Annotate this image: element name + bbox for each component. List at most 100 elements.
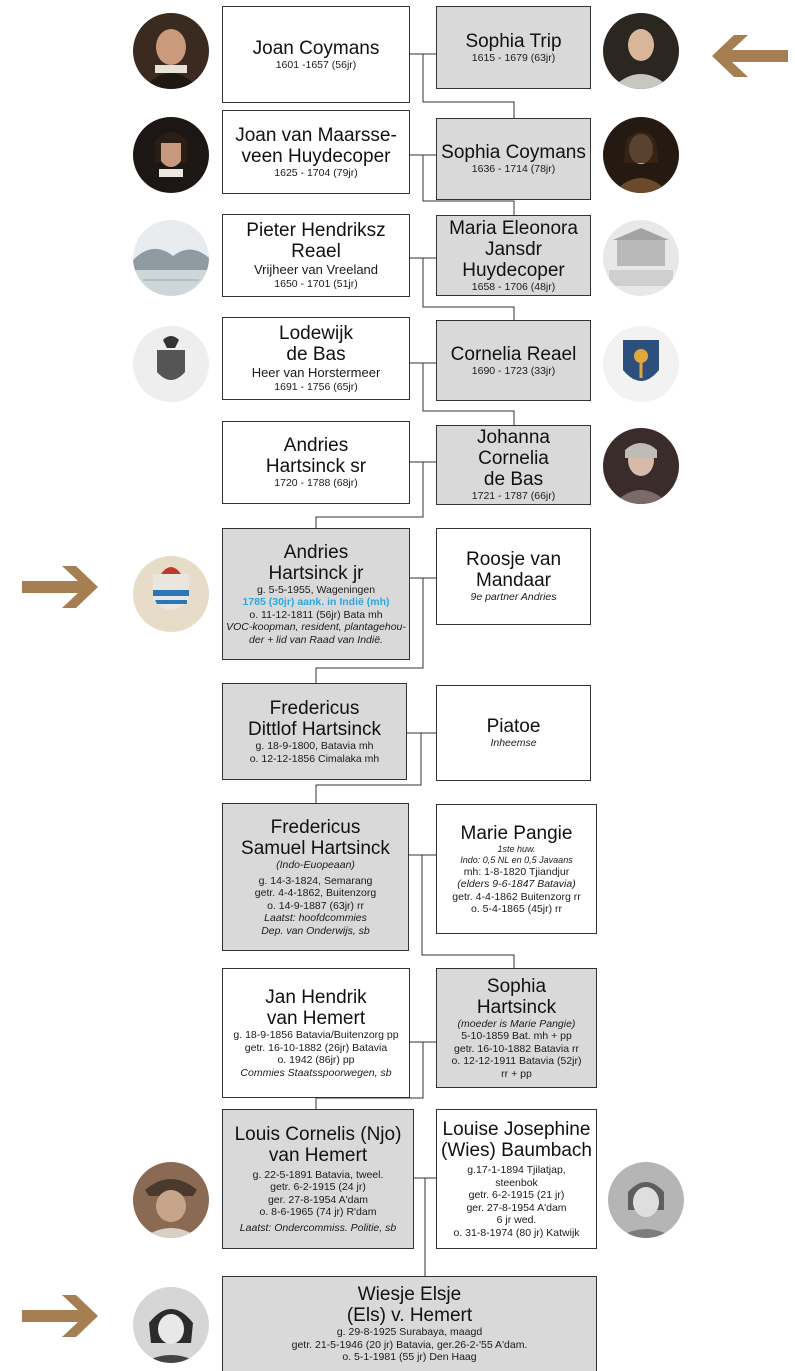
person-name-line2: (Els) v. Hemert — [346, 1305, 473, 1327]
person-name-line2: Samuel Hartsinck — [241, 838, 390, 859]
person-name-line1: Roosje van — [465, 549, 562, 571]
person-name: Sophia Coymans — [441, 142, 586, 164]
person-divorce: ger. 27-8-1954 A'dam — [466, 1201, 567, 1214]
person-name-line1: Fredericus — [269, 698, 360, 719]
person-johanna-de-bas: Johanna Cornelia de Bas 1721 - 1787 (66j… — [436, 425, 591, 505]
estate-engraving-image — [603, 220, 679, 296]
person-dates: 1615 - 1679 (63jr) — [471, 51, 556, 64]
person-birth: g. 18-9-1800, Batavia mh — [255, 740, 374, 752]
person-lodewijk-de-bas: Lodewijk de Bas Heer van Horstermeer 169… — [222, 317, 410, 400]
person-marriage: getr. 4-4-1862, Buitenzorg — [254, 887, 377, 899]
person-name: Piatoe — [486, 716, 541, 738]
person-name-line2: Dittlof Hartsinck — [247, 719, 382, 740]
portrait-sophia-trip — [603, 13, 679, 89]
person-arrival-highlight: 1785 (30jr) aank. in Indië (mh) — [242, 596, 390, 609]
coat-of-arms-de-bas-icon — [133, 326, 209, 402]
person-name-line2: van Hemert — [266, 1008, 366, 1029]
person-fredericus-samuel: Fredericus Samuel Hartsinck (Indo-Euopea… — [222, 803, 409, 951]
person-death: o. 5-1-1981 (55 jr) Den Haag — [342, 1351, 477, 1364]
person-name-line1: Johanna Cornelia — [477, 427, 550, 470]
person-title: Vrijheer van Vreeland — [253, 262, 379, 278]
arrow-right-icon — [22, 1295, 98, 1337]
person-occupation-line2: der + lid van Raad van Indië. — [249, 633, 383, 646]
person-joan-coymans: Joan Coymans 1601 -1657 (56jr) — [222, 6, 410, 103]
person-birth: 5-10-1859 Bat. mh + pp — [461, 1030, 572, 1043]
person-louise-baumbach: Louise Josephine (Wies) Baumbach g.17-1-… — [436, 1109, 597, 1249]
person-dates: 1650 - 1701 (51jr) — [274, 278, 358, 291]
person-name-line1: Wiesje Elsje — [357, 1284, 462, 1306]
person-name-line2: Reael — [291, 241, 341, 263]
person-joan-huydecoper: Joan van Maarsse- veen Huydecoper 1625 -… — [222, 110, 410, 194]
person-marie-pangie: Marie Pangie 1ste huw. Indo: 0,5 NL en 0… — [436, 804, 597, 934]
portrait-johanna-de-bas — [603, 428, 679, 504]
person-note: 9e partner Andries — [470, 591, 557, 604]
person-note: Inheemse — [490, 737, 537, 750]
landscape-vreeland-image — [133, 220, 209, 296]
arrow-left-icon — [712, 35, 788, 77]
portrait-joan-huydecoper — [133, 117, 209, 193]
portrait-sophia-coymans — [603, 117, 679, 193]
person-louis-cornelis-van-hemert: Louis Cornelis (Njo) van Hemert g. 22-5-… — [222, 1109, 414, 1249]
person-name-line1: Pieter Hendriksz — [246, 220, 386, 242]
person-sophia-coymans: Sophia Coymans 1636 - 1714 (78jr) — [436, 118, 591, 200]
person-origin: Indo: 0,5 NL en 0,5 Javaans — [460, 854, 573, 865]
person-name-line1: Andries — [283, 435, 349, 457]
person-sophia-hartsinck: Sophia Hartsinck (moeder is Marie Pangie… — [436, 968, 597, 1088]
person-name: Cornelia Reael — [450, 343, 577, 365]
person-dates: 1625 - 1704 (79jr) — [274, 166, 358, 179]
person-dates: 1720 - 1788 (68jr) — [274, 477, 358, 490]
portrait-wiesje-elsje — [133, 1287, 209, 1363]
person-marriage: getr. 16-10-1882 (26jr) Batavia — [244, 1041, 388, 1054]
person-fredericus-dittlof: Fredericus Dittlof Hartsinck g. 18-9-180… — [222, 683, 407, 780]
person-death-cont: rr + pp — [501, 1067, 532, 1080]
portrait-louis-cornelis — [133, 1162, 209, 1238]
person-occupation-line2: Dep. van Onderwijs, sb — [261, 924, 370, 937]
person-marriage: getr. 6-2-1915 (24 jr) — [270, 1181, 366, 1194]
person-name-line1: Louise Josephine — [442, 1119, 591, 1140]
person-cornelia-reael: Cornelia Reael 1690 - 1723 (33jr) — [436, 320, 591, 401]
person-widowed: 6 jr wed. — [496, 1214, 537, 1226]
person-marriage-number: 1ste huw. — [497, 843, 536, 854]
person-birth-alt: (elders 9-6-1847 Batavia) — [457, 878, 576, 890]
person-sub: (moeder is Marie Pangie) — [457, 1017, 576, 1030]
person-dates: 1721 - 1787 (66jr) — [471, 490, 556, 503]
person-name-line1: Lodewijk — [279, 323, 353, 345]
person-death: o. 12-12-1856 Cimalaka mh — [249, 752, 380, 765]
person-name: Marie Pangie — [460, 822, 573, 844]
person-death: o. 11-12-1811 (56jr) Bata mh — [249, 608, 383, 621]
person-divorce: ger. 27-8-1954 A'dam — [267, 1193, 369, 1206]
person-death: o. 14-9-1887 (63jr) rr — [267, 899, 364, 912]
person-name-line2: Jansdr Huydecoper — [462, 238, 565, 281]
person-occupation: Commies Staatsspoorwegen, sb — [240, 1066, 392, 1079]
person-jan-hendrik-van-hemert: Jan Hendrik van Hemert g. 18-9-1856 Bata… — [222, 968, 410, 1098]
person-name-line1: Sophia — [486, 975, 547, 997]
person-dates: 1636 - 1714 (78jr) — [471, 163, 556, 176]
person-birth: g. 29-8-1925 Surabaya, maagd — [336, 1326, 483, 1339]
person-name-line1: Jan Hendrik — [265, 987, 367, 1008]
person-death: o. 1942 (86jr) pp — [277, 1054, 355, 1066]
coat-of-arms-hartsinck-icon — [133, 556, 209, 632]
portrait-louise-baumbach — [608, 1162, 684, 1238]
person-marriage: getr. 16-10-1882 Batavia rr — [454, 1042, 579, 1055]
person-death: o. 31-8-1974 (80 jr) Katwijk — [453, 1226, 580, 1239]
person-sign: steenbok — [495, 1176, 538, 1189]
person-birth: g. 22-5-1891 Batavia, tweel. — [252, 1168, 384, 1181]
person-name-line2: Mandaar — [476, 570, 551, 592]
person-occupation-line1: VOC-koopman, resident, plantagehou- — [226, 621, 406, 634]
person-marriage: getr. 4-4-1862 Buitenzorg rr — [452, 890, 581, 903]
person-occupation-line1: Laatst: hoofdcommies — [264, 912, 367, 924]
person-dates: 1601 -1657 (56jr) — [275, 58, 357, 71]
person-occupation: Laatst: Ondercommiss. Politie, sb — [239, 1221, 397, 1234]
person-name-line2: Hartsinck — [476, 996, 557, 1018]
person-sophia-trip: Sophia Trip 1615 - 1679 (63jr) — [436, 6, 591, 89]
person-birth: g. 5-5-1955, Wageningen — [256, 583, 376, 596]
person-name-line2: (Wies) Baumbach — [441, 1140, 592, 1161]
person-name-line1: Joan van Maarsse- — [235, 124, 397, 146]
person-name-line1: Fredericus — [270, 817, 361, 838]
coat-of-arms-reael-icon — [603, 326, 679, 402]
person-birth: g.17-1-1894 Tjilatjap, — [467, 1164, 566, 1176]
person-name-line2: veen Huydecoper — [241, 145, 391, 167]
person-marriage: getr. 21-5-1946 (20 jr) Batavia, ger.26-… — [291, 1338, 528, 1351]
person-birth: g. 18-9-1856 Batavia/Buitenzorg pp — [233, 1029, 399, 1041]
